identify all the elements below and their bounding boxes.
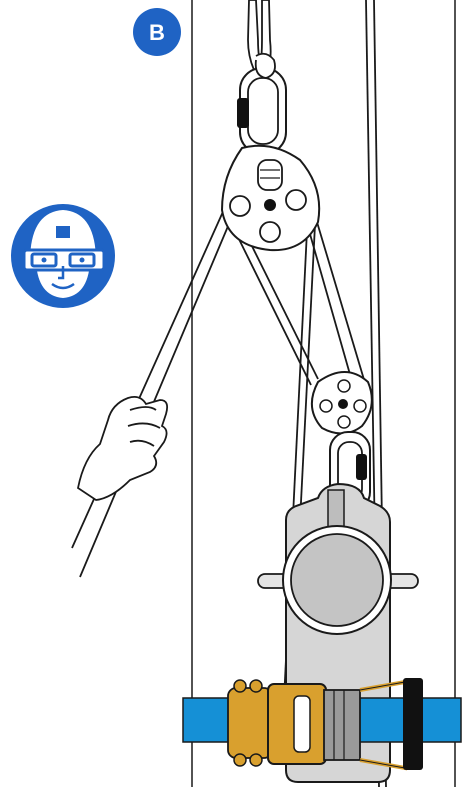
pole (191, 0, 456, 787)
double-sheave-pulley-icon (220, 144, 321, 252)
hand-pulling-rope-icon (76, 395, 169, 501)
ratchet-buckle (227, 678, 423, 771)
upper-carabiner (237, 52, 287, 155)
safety-glasses-required-icon (11, 204, 115, 308)
step-badge-label: B (149, 20, 165, 45)
single-sheave-pulley-icon (311, 371, 373, 435)
step-badge: B (133, 8, 181, 56)
